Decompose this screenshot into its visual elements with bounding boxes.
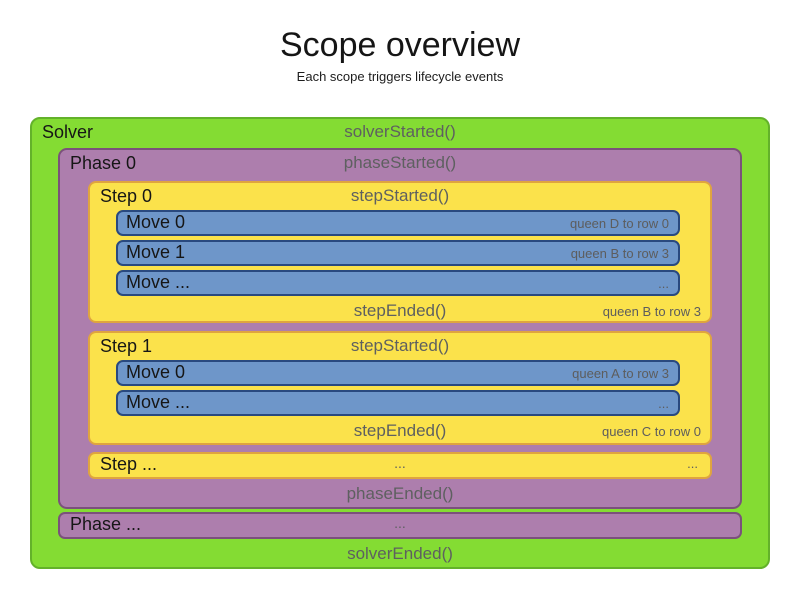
step0-footer: stepEnded() queen B to row 3 bbox=[90, 298, 710, 323]
phase-ended-event: phaseEnded() bbox=[346, 484, 454, 503]
step-more-center-dots: ... bbox=[394, 455, 406, 471]
phase-more-box: Phase ... ... bbox=[58, 512, 742, 539]
move-label: Move ... bbox=[126, 272, 191, 292]
step-more-box: Step ... ... ... bbox=[88, 452, 712, 479]
move-label: Move 0 bbox=[126, 362, 186, 382]
solver-started-event: solverStarted() bbox=[344, 122, 456, 141]
move-label: Move ... bbox=[126, 392, 191, 412]
phase0-label: Phase 0 bbox=[70, 153, 137, 173]
move-box: Move ... ... bbox=[116, 270, 680, 296]
solver-ended-event: solverEnded() bbox=[347, 544, 453, 563]
move-note: queen B to row 3 bbox=[570, 246, 669, 261]
phase-more-center-dots: ... bbox=[394, 515, 406, 531]
move-note: queen D to row 0 bbox=[569, 216, 669, 231]
step1-label: Step 1 bbox=[100, 336, 153, 356]
step1-footer: stepEnded() queen C to row 0 bbox=[90, 418, 710, 443]
step1-header: Step 1 stepStarted() bbox=[90, 333, 710, 361]
solver-header: Solver solverStarted() bbox=[32, 119, 768, 147]
page-subtitle: Each scope triggers lifecycle events bbox=[296, 69, 504, 84]
step0-ended-event: stepEnded() bbox=[353, 301, 447, 320]
move-note: ... bbox=[658, 396, 669, 411]
step0-scope-box: Step 0 stepStarted() Move 0 queen D to r… bbox=[88, 181, 712, 323]
move-box: Move ... ... bbox=[116, 390, 680, 416]
step0-started-event: stepStarted() bbox=[350, 186, 450, 205]
step0-label: Step 0 bbox=[100, 186, 153, 206]
phase0-scope-box: Phase 0 phaseStarted() Step 0 stepStarte… bbox=[58, 148, 742, 509]
phase0-header: Phase 0 phaseStarted() bbox=[60, 150, 740, 178]
solver-scope-box: Solver solverStarted() Phase 0 phaseStar… bbox=[30, 117, 770, 569]
step1-ended-event: stepEnded() bbox=[353, 421, 447, 440]
step0-header: Step 0 stepStarted() bbox=[90, 183, 710, 211]
step1-scope-box: Step 1 stepStarted() Move 0 queen A to r… bbox=[88, 331, 712, 445]
solver-label: Solver bbox=[42, 122, 94, 142]
step0-ended-note: queen B to row 3 bbox=[602, 304, 701, 319]
phase-started-event: phaseStarted() bbox=[343, 153, 457, 172]
move-box: Move 0 queen A to row 3 bbox=[116, 360, 680, 386]
move-box: Move 1 queen B to row 3 bbox=[116, 240, 680, 266]
phase-more-label: Phase ... bbox=[70, 514, 142, 534]
move-label: Move 1 bbox=[126, 242, 186, 262]
step1-started-event: stepStarted() bbox=[350, 336, 450, 355]
phase0-footer: phaseEnded() bbox=[60, 481, 740, 507]
step-more-label: Step ... bbox=[100, 454, 158, 474]
move-label: Move 0 bbox=[126, 212, 186, 232]
move-note: queen A to row 3 bbox=[572, 366, 669, 381]
solver-footer: solverEnded() bbox=[32, 541, 768, 567]
move-note: ... bbox=[658, 276, 669, 291]
move-box: Move 0 queen D to row 0 bbox=[116, 210, 680, 236]
page-title: Scope overview bbox=[279, 26, 520, 64]
step-more-right-dots: ... bbox=[687, 456, 698, 471]
step1-ended-note: queen C to row 0 bbox=[601, 424, 701, 439]
